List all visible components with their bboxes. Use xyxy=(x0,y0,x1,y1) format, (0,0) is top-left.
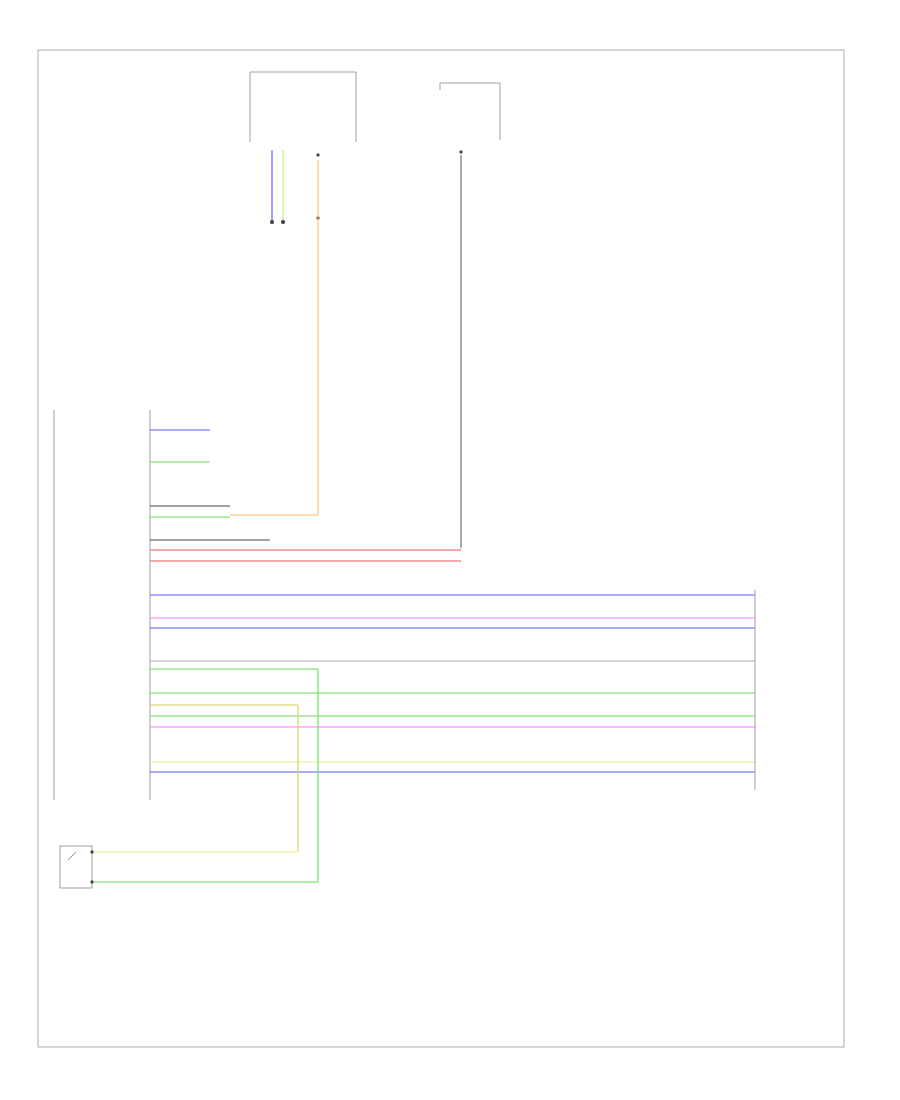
stub-pin-1 xyxy=(270,220,274,224)
fuse-left-pin xyxy=(316,153,320,157)
diagram-frame xyxy=(37,49,845,1048)
sensor-routing xyxy=(92,668,319,883)
top-fuse-right xyxy=(439,82,501,154)
top-fuse-left xyxy=(249,71,357,220)
sensor-pin-1 xyxy=(90,850,94,854)
bus-wires xyxy=(150,549,755,773)
sensor-pin-2 xyxy=(90,880,94,884)
main-module xyxy=(53,410,151,800)
junction-stub-group xyxy=(270,150,285,224)
module-stub-wires xyxy=(150,429,270,541)
sensor-block xyxy=(59,845,94,889)
fuse-right-pin xyxy=(459,150,463,154)
sensor-body xyxy=(59,845,93,889)
stub-pin-2 xyxy=(281,220,285,224)
